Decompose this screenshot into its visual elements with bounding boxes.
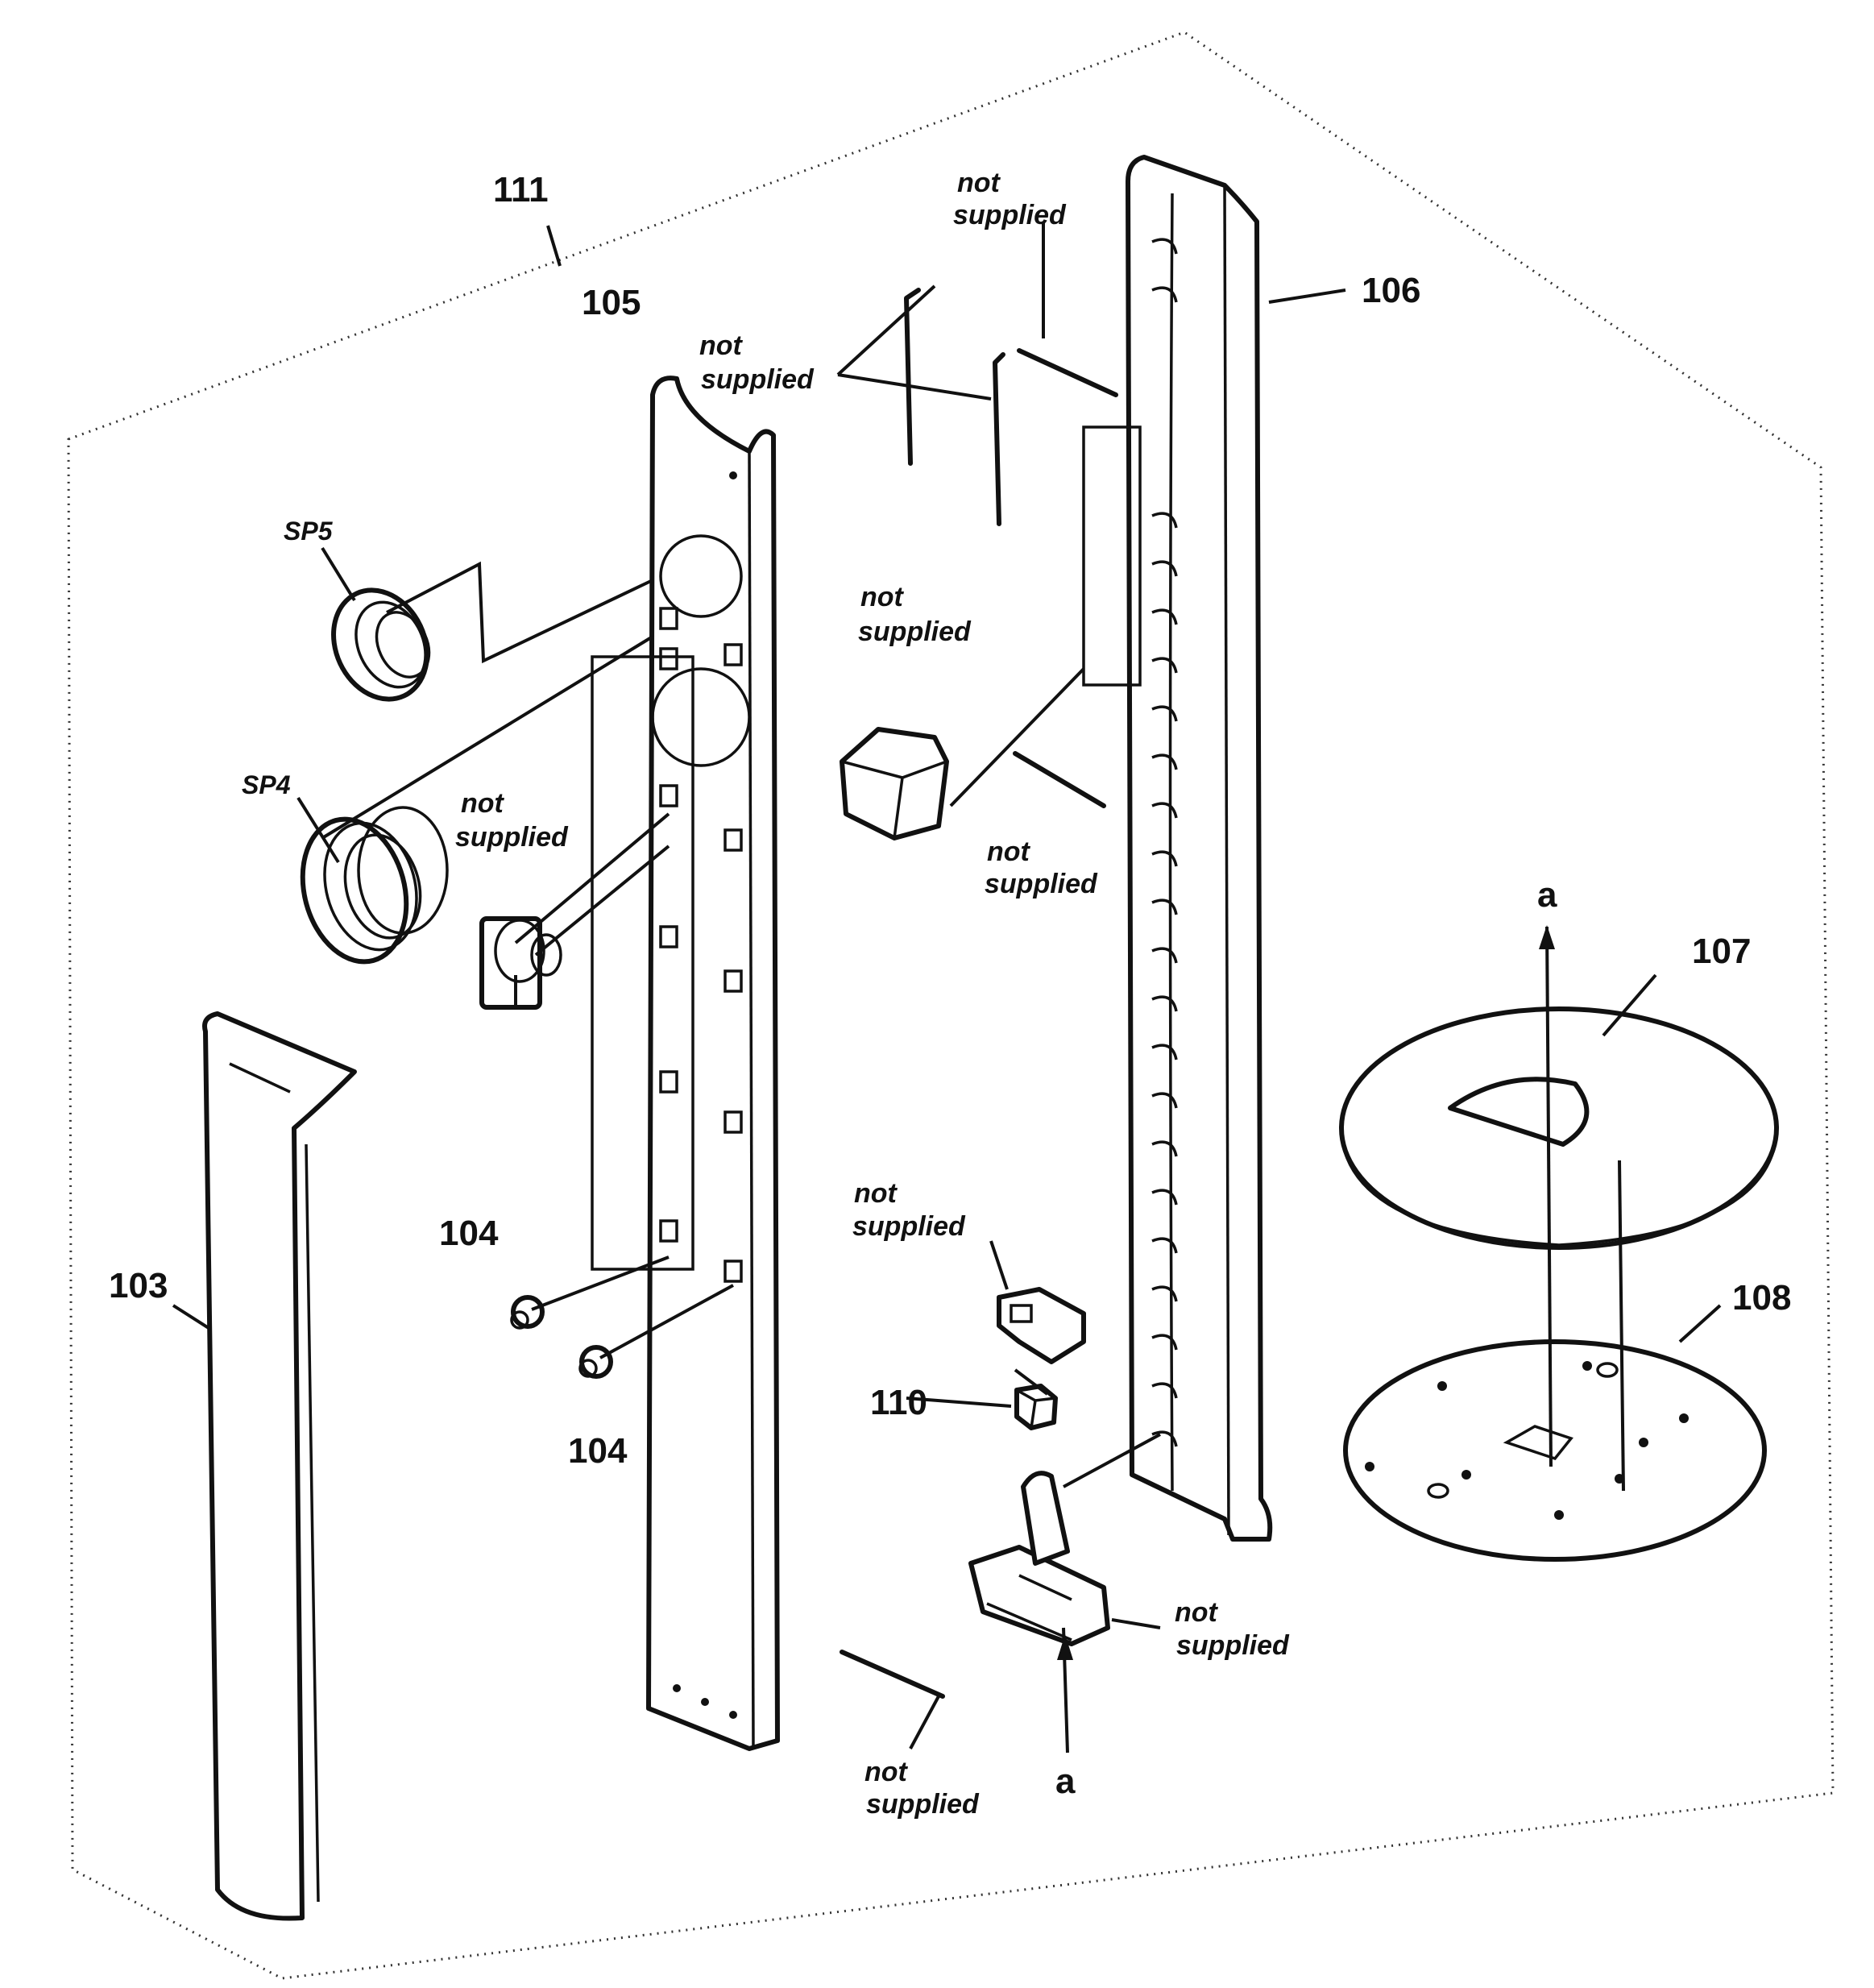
label-104-upper: 104 bbox=[439, 1214, 499, 1253]
label-106: 106 bbox=[1362, 271, 1420, 310]
svg-text:supplied: supplied bbox=[455, 822, 569, 853]
label-110: 110 bbox=[870, 1383, 927, 1422]
capacitor-block bbox=[840, 727, 949, 840]
enclosure-outline bbox=[67, 31, 1835, 1980]
part-103-front-panel bbox=[202, 1011, 357, 1921]
label-103: 103 bbox=[109, 1266, 168, 1305]
svg-text:supplied: supplied bbox=[701, 364, 815, 395]
svg-text:supplied: supplied bbox=[1176, 1630, 1290, 1661]
part-110-block bbox=[1014, 1384, 1058, 1430]
speaker-sp5 bbox=[331, 587, 431, 702]
svg-text:not: not bbox=[987, 836, 1031, 867]
label-sp4: SP4 bbox=[242, 770, 291, 799]
svg-text:supplied: supplied bbox=[858, 616, 972, 647]
not-supplied-callout-5: not supplied bbox=[985, 836, 1098, 899]
svg-text:not: not bbox=[699, 330, 744, 361]
label-leaders bbox=[172, 222, 1722, 1749]
not-supplied-callout-6: not supplied bbox=[852, 1178, 966, 1242]
terminal-rods bbox=[840, 288, 1118, 1699]
label-104-lower: 104 bbox=[568, 1431, 628, 1471]
svg-text:not: not bbox=[854, 1178, 898, 1209]
svg-text:supplied: supplied bbox=[852, 1211, 966, 1242]
part-106-rear-cabinet bbox=[1126, 155, 1273, 1542]
alignment-lines bbox=[321, 561, 1625, 1754]
label-108: 108 bbox=[1732, 1278, 1791, 1318]
not-supplied-callout-3: not supplied bbox=[858, 582, 972, 647]
svg-text:supplied: supplied bbox=[953, 200, 1067, 230]
arrow-a-bottom bbox=[1057, 1634, 1073, 1660]
part-107-top-plate bbox=[1339, 1006, 1779, 1250]
label-a-top: a bbox=[1537, 875, 1557, 915]
speaker-sp4 bbox=[300, 806, 449, 965]
svg-text:not: not bbox=[461, 788, 505, 819]
not-supplied-callout-4: not supplied bbox=[455, 788, 569, 853]
guide-frame-right bbox=[1082, 425, 1142, 687]
screw-104-upper bbox=[510, 1295, 545, 1330]
arrow-a-top bbox=[1539, 925, 1555, 949]
screw-104-lower bbox=[578, 1345, 613, 1379]
label-107: 107 bbox=[1692, 932, 1751, 971]
not-supplied-callout-8: not supplied bbox=[864, 1757, 980, 1820]
base-bracket bbox=[968, 1471, 1110, 1646]
label-a-bottom: a bbox=[1055, 1762, 1076, 1801]
label-105: 105 bbox=[582, 283, 641, 322]
small-driver bbox=[479, 916, 562, 1010]
not-supplied-callout-1: not supplied bbox=[953, 168, 1067, 230]
part-108-base-plate bbox=[1343, 1339, 1767, 1562]
guide-frame bbox=[591, 655, 694, 1271]
rear-cabinet-ribs bbox=[1151, 238, 1178, 1447]
svg-text:not: not bbox=[957, 168, 1001, 198]
label-sp5: SP5 bbox=[284, 517, 334, 546]
svg-text:not: not bbox=[864, 1757, 909, 1787]
part-105-speaker-baffle bbox=[646, 376, 780, 1751]
terminal-bracket bbox=[997, 1287, 1086, 1364]
svg-text:supplied: supplied bbox=[866, 1789, 980, 1820]
svg-text:not: not bbox=[1175, 1597, 1219, 1628]
svg-text:not: not bbox=[860, 582, 905, 612]
label-111: 111 bbox=[493, 170, 549, 210]
not-supplied-callout-7: not supplied bbox=[1175, 1597, 1290, 1661]
svg-text:supplied: supplied bbox=[985, 869, 1098, 899]
not-supplied-callout-2: not supplied bbox=[699, 330, 815, 395]
